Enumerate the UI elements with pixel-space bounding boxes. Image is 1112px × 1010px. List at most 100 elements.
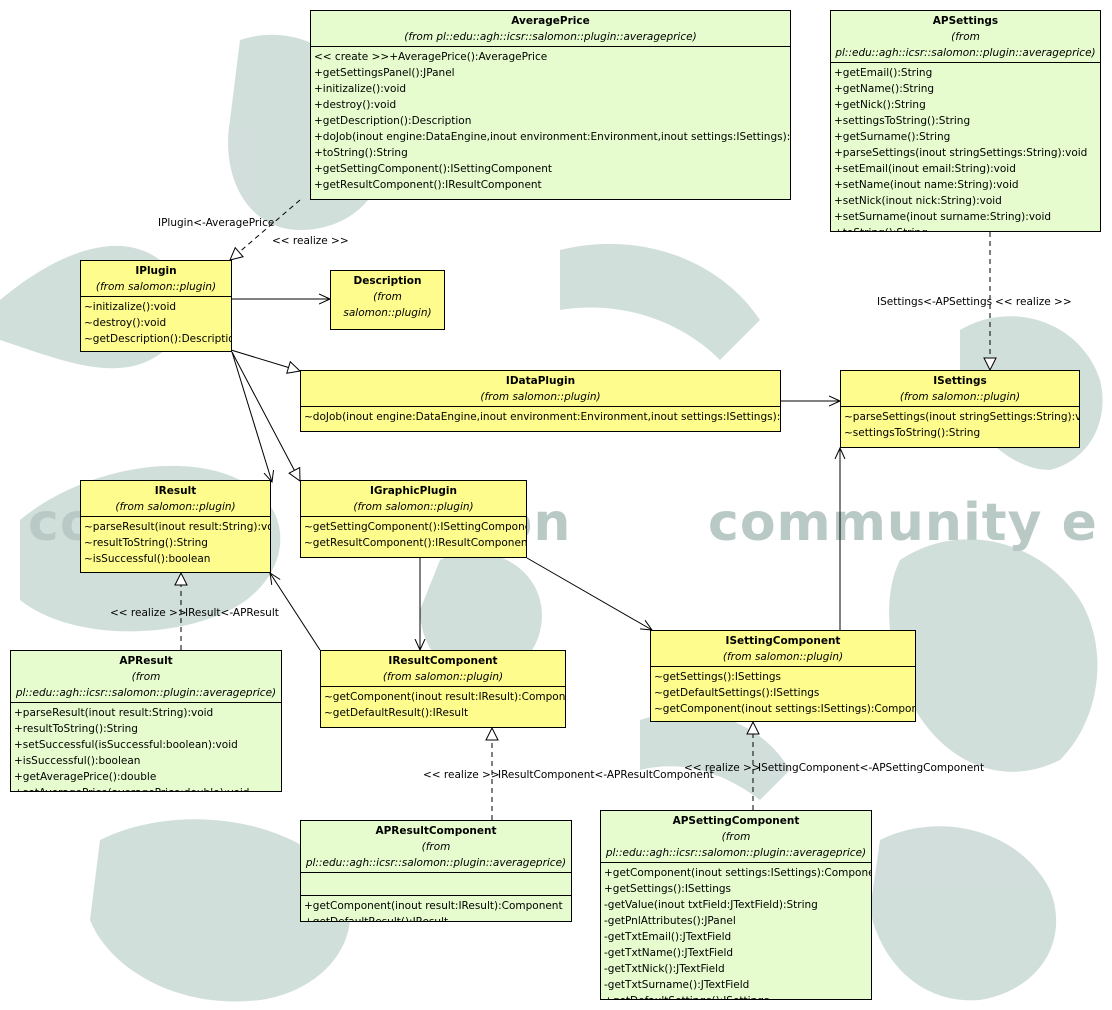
class-operations-section: ~parseSettings(inout stringSettings:Stri… [841,406,1079,443]
class-operation: +getSettingComponent():ISettingComponent [314,163,552,175]
class-operation: +getSettingsPanel():JPanel [314,67,455,79]
class-description[interactable]: Description(from salomon::plugin) [330,270,445,330]
class-package: (from salomon::plugin) [343,291,432,319]
interface-idataplugin[interactable]: IDataPlugin(from salomon::plugin)~doJob(… [300,370,781,432]
class-name: APResultComponent [375,825,497,837]
class-operation: ~getSettings():ISettings [654,671,781,683]
class-name: IGraphicPlugin [370,485,457,497]
class-package: (from salomon::plugin) [353,501,474,513]
edge-label-iresult-apresult: IResult<-APResult [185,607,279,619]
class-operation: +getEmail():String [834,67,933,79]
class-operation: -getTxtName():JTextField [604,947,734,959]
class-operation: +isSuccessful():boolean [14,755,141,767]
class-operation: +doJob(inout engine:DataEngine,inout env… [314,131,791,143]
class-operations-section: << create >>+AveragePrice():AveragePrice… [311,46,790,195]
class-name: Description [353,275,422,287]
edge-iplugin-uses-iresult [231,351,272,482]
class-apresultcomponent[interactable]: APResultComponent(from pl::edu::agh::ics… [300,820,572,922]
class-operation: -getTxtSurname():JTextField [604,979,750,991]
class-name: ISettings [933,375,987,387]
class-operation: +parseSettings(inout stringSettings:Stri… [834,147,1088,159]
edge-iresultcomponent-uses-iresult [270,573,321,651]
edge-idataplugin-extends-iplugin [230,349,300,371]
class-averageprice[interactable]: AveragePrice(from pl::edu::agh::icsr::sa… [310,10,791,200]
class-operation: +setName(inout name:String):void [834,179,1019,191]
class-operations-section: ~initizalize():void~destroy():void~getDe… [81,296,231,349]
class-package: (from pl::edu::agh::icsr::salomon::plugi… [605,831,867,859]
class-header: APResult(from pl::edu::agh::icsr::salomo… [11,651,281,702]
interface-isettings[interactable]: ISettings(from salomon::plugin)~parseSet… [840,370,1080,448]
interface-igraphicplugin[interactable]: IGraphicPlugin(from salomon::plugin)~get… [300,480,527,558]
class-header: AveragePrice(from pl::edu::agh::icsr::sa… [311,11,790,46]
class-header: IResult(from salomon::plugin) [81,481,270,516]
class-name: APSettings [932,15,999,27]
class-operation: -getTxtEmail():JTextField [604,931,732,943]
class-header: APSettings(from pl::edu::agh::icsr::salo… [831,11,1100,62]
class-operation: ~settingsToString():String [844,427,981,439]
edge-averageprice-realizes-iplugin [230,199,301,260]
class-header: Description(from salomon::plugin) [331,271,444,322]
class-package: (from salomon::plugin) [115,501,236,513]
class-operation: +toString():String [834,225,1097,231]
class-package: (from pl::edu::agh::icsr::salomon::plugi… [404,31,697,43]
class-operation: +initizalize():void [314,83,407,95]
interface-iresult[interactable]: IResult(from salomon::plugin)~parseResul… [80,480,271,573]
class-operation: ~getSettingComponent():ISettingComponent [304,521,527,533]
class-package: (from pl::edu::agh::icsr::salomon::plugi… [305,841,567,869]
class-operation: ~getComponent(inout settings:ISettings):… [654,703,916,715]
class-name: APSettingComponent [672,815,800,827]
class-operations-section: ~parseResult(inout result:String):void~r… [81,516,270,569]
edge-label-realize: << realize >> [423,769,500,781]
class-operations-section: ~getComponent(inout result:IResult):Comp… [321,686,565,723]
class-operation: ~doJob(inout engine:DataEngine,inout env… [304,411,781,423]
edge-label-iplugin-averageprice: IPlugin<-AveragePrice [158,217,275,229]
class-name: ISettingComponent [725,635,841,647]
class-operation: -getTxtNick():JTextField [604,963,725,975]
edge-label-realize: << realize >> [684,762,761,774]
class-operation: ~parseResult(inout result:String):void [84,521,271,533]
edge-label-isettingcomponent-apsettingcomponent: ISettingComponent<-APSettingComponent [758,762,985,774]
interface-iresultcomponent[interactable]: IResultComponent(from salomon::plugin)~g… [320,650,566,728]
class-header: IDataPlugin(from salomon::plugin) [301,371,780,406]
class-operation: ~parseSettings(inout stringSettings:Stri… [844,411,1080,423]
class-operations-section: ~getSettingComponent():ISettingComponent… [301,516,526,553]
class-header: APResultComponent(from pl::edu::agh::ics… [301,821,571,872]
class-operation: ~getComponent(inout result:IResult):Comp… [324,691,566,703]
edge-igraphicplugin-extends-iplugin [231,351,300,481]
class-operation: +destroy():void [314,99,397,111]
class-operation: +setEmail(inout email:String):void [834,163,1016,175]
class-operation: +setNick(inout nick:String):void [834,195,1002,207]
class-header: IPlugin(from salomon::plugin) [81,261,231,296]
class-package: (from salomon::plugin) [722,651,844,663]
class-apsettingcomponent[interactable]: APSettingComponent(from pl::edu::agh::ic… [600,810,872,1000]
class-operation: +getDefaultResult():IResult [304,916,449,922]
class-operation: ~getDefaultResult():IResult [324,707,469,719]
class-operation: -getValue(inout txtField:JTextField):Str… [604,899,818,911]
class-package: (from pl::edu::agh::icsr::salomon::plugi… [835,31,1096,59]
class-operation: +parseResult(inout result:String):void [14,707,214,719]
class-name: IResult [154,485,197,497]
class-operations-section: +getComponent(inout settings:ISettings):… [601,862,872,999]
class-header: ISettings(from salomon::plugin) [841,371,1079,406]
edge-igraphicplugin-uses-isettingcomponent [526,557,652,630]
class-operation: +getSettings():ISettings [604,883,731,895]
class-operation: +setSurname(inout surname:String):void [834,211,1052,223]
class-package: (from pl::edu::agh::icsr::salomon::plugi… [15,671,277,699]
class-operation: ~initizalize():void [84,301,177,313]
class-operation: +setSuccessful(isSuccessful:boolean):voi… [14,739,238,751]
class-header: ISettingComponent(from salomon::plugin) [651,631,915,666]
class-operation: +getSurname():String [834,131,951,143]
class-operation: +getComponent(inout settings:ISettings):… [604,867,872,879]
interface-iplugin[interactable]: IPlugin(from salomon::plugin)~initizaliz… [80,260,232,352]
class-operations-section: +getComponent(inout result:IResult):Comp… [301,895,571,922]
class-operation: +getAveragePrice():double [14,771,157,783]
class-package: (from salomon::plugin) [899,391,1021,403]
class-operation: ~destroy():void [84,317,167,329]
interface-isettingcomponent[interactable]: ISettingComponent(from salomon::plugin)~… [650,630,916,722]
class-apsettings[interactable]: APSettings(from pl::edu::agh::icsr::salo… [830,10,1101,232]
edge-label-realize: << realize >> [272,235,349,247]
edge-label-isettings-apsettings: ISettings<-APSettings [877,296,993,308]
class-operation: +resultToString():String [14,723,138,735]
class-operation: +setAveragePrice(averagePrice:double):vo… [14,785,278,791]
class-apresult[interactable]: APResult(from pl::edu::agh::icsr::salomo… [10,650,282,792]
